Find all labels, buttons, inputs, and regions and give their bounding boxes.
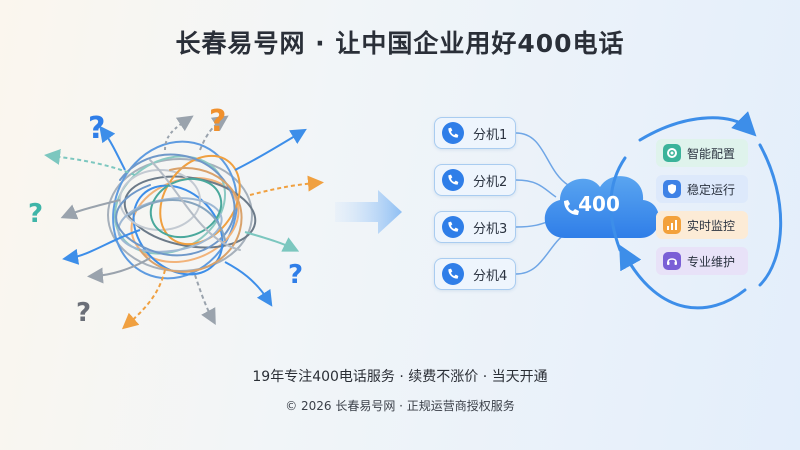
extension-box-2: 分机2 (434, 164, 516, 196)
phone-icon (442, 216, 464, 238)
feature-item-maintain: 专业维护 (656, 247, 748, 275)
scatter-arrows (44, 115, 324, 330)
question-mark-icon: ? (88, 111, 105, 146)
phone-icon (442, 263, 464, 285)
question-mark-icon: ? (288, 260, 303, 290)
question-marks: ? ? ? ? ? (28, 104, 303, 328)
copyright: © 2026 长春易号网 · 正规运营商授权服务 (285, 399, 515, 413)
headset-icon (663, 252, 681, 270)
question-mark-icon: ? (28, 199, 43, 229)
cycle-arrows (609, 111, 783, 310)
page-title: 长春易号网 · 让中国企业用好400电话 (175, 29, 625, 58)
feature-item-config: 智能配置 (656, 139, 748, 167)
chart-icon (663, 216, 681, 234)
slogan: 19年专注400电话服务 · 续费不涨价 · 当天开通 (252, 369, 548, 385)
feature-label: 稳定运行 (687, 182, 736, 197)
cloud-label: 400 (578, 192, 620, 216)
extension-label: 分机2 (473, 174, 508, 190)
feature-item-monitor: 实时监控 (656, 211, 748, 239)
phone-icon (442, 122, 464, 144)
feature-label: 智能配置 (687, 146, 736, 161)
cloud-icon (544, 176, 660, 238)
feature-item-stable: 稳定运行 (656, 175, 748, 203)
feature-label: 专业维护 (687, 254, 736, 269)
question-mark-icon: ? (76, 298, 91, 328)
extension-box-3: 分机3 (434, 211, 516, 243)
extension-label: 分机4 (473, 268, 508, 284)
feature-label: 实时监控 (687, 218, 736, 233)
phone-icon (442, 169, 464, 191)
shield-icon (663, 180, 681, 198)
extension-label: 分机1 (473, 127, 508, 143)
extension-label: 分机3 (473, 221, 508, 237)
extension-box-4: 分机4 (434, 258, 516, 290)
question-mark-icon: ? (209, 104, 226, 139)
extension-box-1: 分机1 (434, 117, 516, 149)
gear-icon (663, 144, 681, 162)
transition-arrow-icon (335, 190, 402, 234)
